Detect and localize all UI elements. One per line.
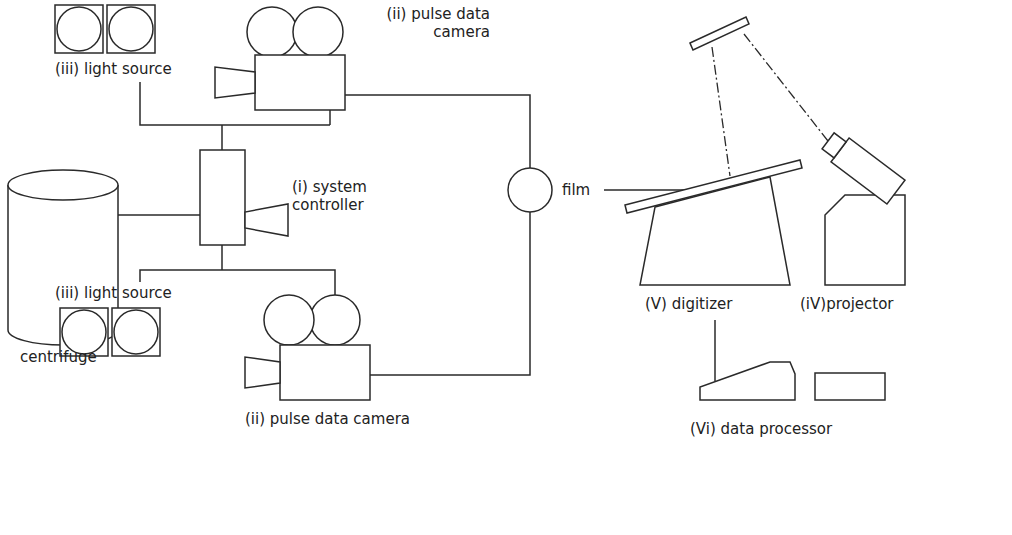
component-label: (iii) light source [55, 60, 172, 78]
component-label: (ii) pulse data camera [355, 5, 490, 41]
lamp [62, 310, 106, 354]
cable [221, 245, 223, 270]
film-reel [310, 295, 360, 345]
film-path [604, 189, 684, 191]
camera-body [280, 345, 370, 400]
lamp-housing [112, 308, 160, 356]
light-source-drawing [55, 5, 155, 53]
keyboard [700, 362, 795, 400]
component-label: (iii) light source [55, 284, 172, 302]
lamp-housing [55, 5, 103, 53]
component-label: centrifuge [20, 348, 97, 366]
camera-body [255, 55, 345, 110]
digitizer-drawing [625, 160, 802, 285]
cable [140, 82, 330, 125]
camera-drawing [245, 295, 370, 400]
digitizer-stand [640, 177, 790, 285]
camera-lens [245, 357, 280, 388]
camera-drawing [215, 7, 345, 110]
projector-head [819, 129, 905, 204]
cable [329, 110, 331, 125]
centrifuge-top [8, 170, 118, 200]
film-reel [293, 7, 343, 57]
film-magazine [508, 168, 552, 212]
controller-box [200, 150, 245, 245]
controller-lens [245, 204, 288, 236]
light-path [712, 47, 730, 176]
projector-drawing [819, 129, 905, 285]
light-path [744, 34, 828, 141]
film-reel [264, 295, 314, 345]
lamp [57, 7, 101, 51]
cable [370, 212, 530, 375]
cable [118, 214, 200, 216]
digitizer-screen [625, 160, 802, 213]
lamp-housing [107, 5, 155, 53]
lamp [114, 310, 158, 354]
projector-lens [822, 133, 846, 158]
camera-lens [215, 67, 255, 98]
cable [221, 125, 223, 150]
controller-drawing [200, 150, 288, 245]
lamp [109, 7, 153, 51]
projector-body [825, 195, 905, 285]
component-label: (V) digitizer [645, 295, 732, 313]
cable [714, 320, 716, 381]
component-label: (i) system controller [292, 178, 382, 214]
component-label: (Vi) data processor [690, 420, 832, 438]
processor-unit [815, 373, 885, 400]
component-label: (ii) pulse data camera [245, 410, 410, 428]
cable [345, 95, 530, 168]
component-label: (iV)projector [800, 295, 894, 313]
component-label: film [562, 181, 590, 199]
data-processor-drawing [700, 362, 885, 400]
mirror [690, 17, 749, 50]
film-reel [247, 7, 297, 57]
